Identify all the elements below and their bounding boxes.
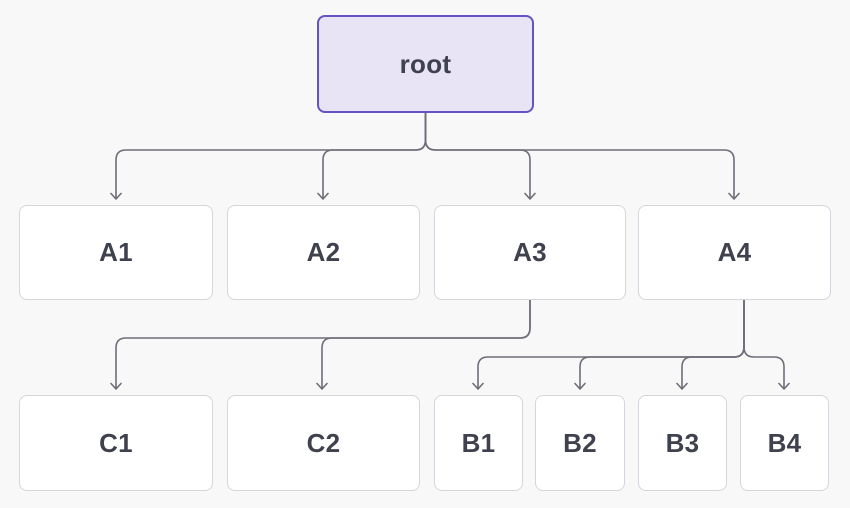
tree-node-a1-label: A1 — [99, 237, 133, 267]
tree-node-b2[interactable]: B2 — [535, 395, 625, 491]
tree-node-b1[interactable]: B1 — [434, 395, 523, 491]
tree-node-c1-label: C1 — [99, 427, 133, 458]
tree-node-b4[interactable]: B4 — [740, 395, 829, 491]
tree-node-b2-label: B2 — [563, 427, 597, 458]
tree-node-root[interactable]: root — [317, 15, 534, 113]
tree-node-a3-label: A3 — [513, 237, 547, 267]
edge-root-a2 — [317, 112, 427, 200]
edge-root-a4 — [424, 112, 740, 200]
tree-node-a3[interactable]: A3 — [434, 205, 626, 300]
tree-node-b1-label: B1 — [461, 427, 496, 458]
tree-node-a2[interactable]: A2 — [227, 205, 420, 300]
edge-a4-b4 — [743, 299, 790, 390]
edge-a4-b1 — [472, 299, 745, 390]
tree-node-a1[interactable]: A1 — [19, 205, 213, 300]
tree-node-c2[interactable]: C2 — [227, 395, 420, 491]
tree-node-b4-label: B4 — [767, 427, 802, 458]
edge-a3-c2 — [316, 299, 531, 390]
tree-node-a4-label: A4 — [717, 237, 752, 267]
tree-node-c2-label: C2 — [306, 427, 341, 458]
tree-node-c1[interactable]: C1 — [19, 395, 213, 491]
tree-node-b3-label: B3 — [665, 427, 700, 458]
edge-a4-b3 — [676, 299, 745, 390]
tree-node-b3[interactable]: B3 — [638, 395, 727, 491]
tree-node-a2-label: A2 — [306, 237, 341, 267]
tree-node-root-label: root — [399, 48, 452, 79]
edge-a4-b2 — [574, 299, 745, 390]
edge-a3-c1 — [110, 299, 531, 390]
tree-node-a4[interactable]: A4 — [638, 205, 831, 300]
edge-root-a1 — [110, 112, 427, 200]
edge-root-a3 — [424, 112, 536, 200]
